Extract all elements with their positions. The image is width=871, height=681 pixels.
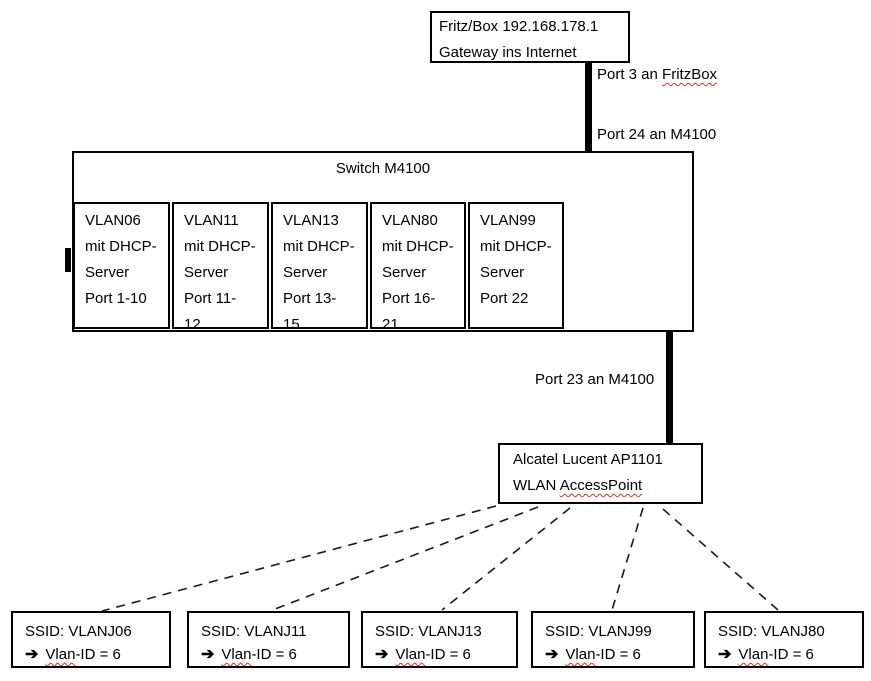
vlan-ports: Port 22 bbox=[480, 290, 529, 307]
ssid-vlan-id: ➔ Vlan-ID = 6 bbox=[375, 643, 516, 666]
ssid-vlan-rest: -ID = 6 bbox=[595, 646, 641, 663]
switch-title: Switch M4100 bbox=[335, 160, 431, 177]
port3-label: Port 3 an FritzBox bbox=[597, 65, 717, 85]
vlan-line: mit DHCP- bbox=[283, 238, 355, 255]
ssid-title: SSID: VLANJ13 bbox=[375, 623, 482, 640]
vlan-line: mit DHCP- bbox=[382, 238, 454, 255]
wifi-link-vlanj80 bbox=[662, 508, 779, 611]
vlan-ports: Port 11- bbox=[184, 290, 237, 307]
ssid-title: SSID: VLANJ80 bbox=[718, 623, 825, 640]
ssid-vlan-rest: -ID = 6 bbox=[768, 646, 814, 663]
ssid-vlan-word: Vlan bbox=[395, 646, 426, 663]
wifi-link-vlanj99 bbox=[611, 507, 644, 611]
vlan-cell-99: VLAN99 mit DHCP- Server Port 22 bbox=[468, 202, 564, 329]
port3-label-prefix: Port 3 an bbox=[597, 66, 663, 83]
vlan-ports: 21 bbox=[382, 316, 399, 333]
vlan-cell-06: VLAN06 mit DHCP- Server Port 1-10 bbox=[73, 202, 170, 329]
connector-fritzbox-switch bbox=[585, 63, 592, 152]
ssid-vlan-id: ➔ Vlan-ID = 6 bbox=[545, 643, 693, 666]
vlan-line: Server bbox=[382, 264, 427, 281]
switch-left-stub bbox=[65, 248, 71, 272]
vlan-ports: 15 bbox=[283, 316, 300, 333]
arrow-icon: ➔ bbox=[545, 646, 559, 663]
vlan-name: VLAN13 bbox=[283, 212, 339, 229]
vlan-line: Server bbox=[283, 264, 328, 281]
access-point-node: Alcatel Lucent AP1101 WLAN AccessPoint bbox=[498, 443, 703, 504]
ssid-vlan-word: Vlan bbox=[221, 646, 252, 663]
ssid-vlan-id: ➔ Vlan-ID = 6 bbox=[201, 643, 348, 666]
fritzbox-node: Fritz/Box 192.168.178.1 Gateway ins Inte… bbox=[430, 11, 630, 63]
ssid-title: SSID: VLANJ11 bbox=[201, 623, 307, 640]
arrow-icon: ➔ bbox=[201, 646, 215, 663]
vlan-cell-80: VLAN80 mit DHCP- Server Port 16- 21 bbox=[370, 202, 466, 333]
ap-title: Alcatel Lucent AP1101 bbox=[513, 451, 663, 468]
vlan-name: VLAN99 bbox=[480, 212, 536, 229]
ssid-vlan-rest: -ID = 6 bbox=[425, 646, 471, 663]
vlan-name: VLAN11 bbox=[184, 212, 239, 229]
wifi-link-vlanj13 bbox=[441, 507, 571, 611]
vlan-ports: Port 16- bbox=[382, 290, 436, 307]
ssid-node-vlanj13: SSID: VLANJ13 ➔ Vlan-ID = 6 bbox=[361, 611, 518, 668]
ssid-node-vlanj99: SSID: VLANJ99 ➔ Vlan-ID = 6 bbox=[531, 611, 695, 668]
port3-label-word: FritzBox bbox=[662, 66, 718, 83]
connector-switch-ap bbox=[666, 331, 673, 443]
arrow-icon: ➔ bbox=[718, 646, 732, 663]
vlan-ports: 12 bbox=[184, 316, 201, 333]
vlan-line: Server bbox=[480, 264, 525, 281]
vlan-ports: Port 1-10 bbox=[85, 290, 147, 307]
ap-subtitle-prefix: WLAN bbox=[513, 477, 560, 494]
vlan-cell-13: VLAN13 mit DHCP- Server Port 13- 15 bbox=[271, 202, 368, 333]
arrow-icon: ➔ bbox=[25, 646, 39, 663]
ssid-vlan-id: ➔ Vlan-ID = 6 bbox=[718, 643, 862, 666]
vlan-line: Server bbox=[184, 264, 229, 281]
ap-subtitle: WLAN AccessPoint bbox=[513, 473, 701, 499]
ssid-title: SSID: VLANJ99 bbox=[545, 623, 652, 640]
vlan-name: VLAN06 bbox=[85, 212, 141, 229]
ssid-node-vlanj06: SSID: VLANJ06 ➔ Vlan-ID = 6 bbox=[11, 611, 171, 668]
ssid-title: SSID: VLANJ06 bbox=[25, 623, 132, 640]
vlan-name: VLAN80 bbox=[382, 212, 438, 229]
ssid-vlan-rest: -ID = 6 bbox=[75, 646, 121, 663]
vlan-ports: Port 13- bbox=[283, 290, 337, 307]
port24-label: Port 24 an M4100 bbox=[597, 126, 717, 143]
arrow-icon: ➔ bbox=[375, 646, 389, 663]
ap-subtitle-word: AccessPoint bbox=[559, 477, 643, 494]
ssid-vlan-word: Vlan bbox=[45, 646, 76, 663]
vlan-line: Server bbox=[85, 264, 130, 281]
ssid-vlan-word: Vlan bbox=[565, 646, 596, 663]
vlan-line: mit DHCP- bbox=[85, 238, 157, 255]
fritzbox-subtitle: Gateway ins Internet bbox=[439, 44, 577, 61]
port23-label: Port 23 an M4100 bbox=[535, 371, 655, 388]
vlan-line: mit DHCP- bbox=[184, 238, 256, 255]
ssid-node-vlanj80: SSID: VLANJ80 ➔ Vlan-ID = 6 bbox=[704, 611, 864, 668]
vlan-line: mit DHCP- bbox=[480, 238, 552, 255]
ssid-node-vlanj11: SSID: VLANJ11 ➔ Vlan-ID = 6 bbox=[187, 611, 350, 668]
ssid-vlan-rest: -ID = 6 bbox=[251, 646, 297, 663]
ssid-vlan-id: ➔ Vlan-ID = 6 bbox=[25, 643, 169, 666]
wifi-link-vlanj06 bbox=[101, 505, 497, 612]
vlan-cell-11: VLAN11 mit DHCP- Server Port 11- 12 bbox=[172, 202, 269, 333]
ssid-vlan-word: Vlan bbox=[738, 646, 769, 663]
wifi-link-vlanj11 bbox=[269, 506, 539, 612]
fritzbox-title: Fritz/Box 192.168.178.1 bbox=[439, 18, 599, 35]
